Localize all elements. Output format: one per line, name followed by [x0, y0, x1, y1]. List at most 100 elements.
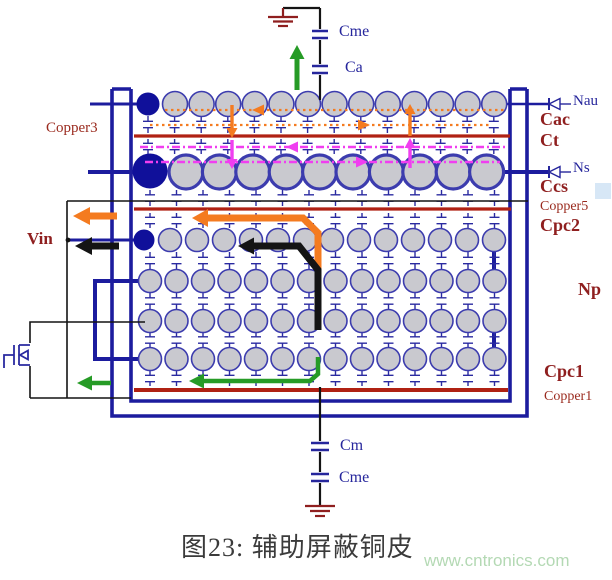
winding-turn	[349, 308, 375, 334]
interlayer-capacitor-glyph	[329, 116, 340, 133]
winding-turn	[267, 153, 305, 191]
interlayer-capacitor-glyph	[145, 213, 155, 228]
green-inner-arrow-path	[204, 357, 321, 384]
winding-turn	[268, 90, 295, 118]
winding-turn	[429, 346, 454, 372]
black-outer-arrowhead	[75, 237, 92, 255]
interlayer-capacitor-glyph	[409, 116, 419, 133]
winding-turn	[137, 308, 163, 334]
winding-turn	[482, 308, 507, 334]
primary-left-u-connector	[93, 279, 152, 361]
noise-current-arrows	[73, 45, 322, 391]
interlayer-capacitor-glyph	[410, 213, 420, 228]
interlayer-capacitor-glyph	[463, 293, 473, 309]
interlayer-capacitor-glyph	[489, 333, 500, 347]
copper1-label: Copper1	[544, 389, 593, 404]
interlayer-capacitor-glyph	[383, 190, 394, 206]
interlayer-capacitor-glyph	[251, 190, 261, 206]
interlayer-capacitor-glyph	[357, 252, 367, 269]
vin-node	[65, 237, 71, 243]
cme-capacitor-bottom	[311, 472, 329, 483]
series-capacitors	[311, 29, 329, 483]
figure-caption: 图23: 辅助屏蔽铜皮	[181, 533, 414, 562]
interlayer-capacitor-glyph	[462, 116, 473, 133]
primary-layer-4	[137, 346, 507, 372]
magenta-down-arrowhead	[226, 159, 238, 169]
primary-layer-1-start-turn	[133, 229, 155, 251]
interlayer-capacitor-glyph	[330, 293, 341, 309]
nau-label: Nau	[573, 93, 598, 109]
interlayer-capacitor-glyph	[249, 116, 260, 133]
winding-turn	[243, 308, 269, 334]
winding-turn	[468, 153, 506, 191]
interlayer-capacitor-glyph	[436, 293, 447, 309]
interlayer-capacitor-glyph	[436, 371, 447, 386]
interlayer-capacitor-glyph	[224, 190, 235, 206]
interlayer-capacitor-glyph	[222, 139, 233, 154]
interlayer-capacitor-glyph	[357, 213, 367, 228]
interlayer-capacitor-glyph	[357, 293, 367, 309]
interlayer-capacitor-glyph	[463, 252, 473, 269]
interlayer-capacitor-glyph	[436, 252, 447, 269]
primary-layer-3	[137, 308, 507, 334]
winding-turn	[334, 153, 372, 191]
winding-turn	[401, 153, 439, 191]
interlayer-capacitor-glyph	[169, 139, 180, 154]
aux-winding-nau	[136, 90, 508, 118]
winding-turn	[402, 346, 428, 372]
interlayer-capacitor-glyph	[410, 252, 420, 269]
interlayer-capacitor-glyph	[463, 190, 473, 206]
ct-label: Ct	[540, 130, 559, 150]
winding-turn	[482, 268, 507, 294]
winding-turn	[161, 90, 189, 118]
interlayer-capacitor-glyph	[277, 293, 288, 309]
interlayer-capacitor-glyph	[436, 190, 447, 206]
interlayer-capacitor-glyph	[198, 293, 208, 309]
interlayer-capacitor-glyph	[251, 333, 261, 347]
winding-turn	[234, 153, 272, 191]
cme-capacitor-top	[312, 29, 328, 40]
winding-turn	[481, 227, 507, 253]
winding-turn	[319, 227, 345, 253]
interlayer-capacitor-glyph	[198, 190, 208, 206]
mosfet-arrow	[18, 348, 29, 362]
interlayer-capacitor-glyph	[383, 333, 394, 347]
interlayer-capacitor-glyph	[410, 190, 420, 206]
interlayer-capacitor-glyph	[489, 252, 500, 269]
interlayer-capacitor-glyph	[489, 371, 500, 386]
ns-diode	[547, 165, 571, 179]
secondary-winding-ns	[132, 153, 506, 191]
winding-turn	[349, 268, 375, 294]
interlayer-capacitor-glyph	[251, 371, 261, 386]
cpc1-label: Cpc1	[544, 361, 584, 381]
interlayer-capacitor-glyph	[196, 139, 207, 154]
interlayer-capacitor-glyph	[383, 293, 394, 309]
winding-turn	[346, 227, 372, 253]
interlayer-capacitor-glyph	[224, 333, 235, 347]
winding-turn	[373, 227, 399, 253]
site-watermark: www.cntronics.com	[424, 551, 570, 570]
interlayer-capacitor-glyph	[383, 371, 394, 386]
interlayer-capacitor-glyph	[488, 139, 499, 154]
copper5-label: Copper5	[540, 199, 589, 214]
interlayer-capacitor-glyph	[382, 116, 393, 133]
interlayer-capacitor-glyph	[463, 371, 473, 386]
interlayer-capacitor-glyph	[143, 116, 153, 133]
winding-turn	[434, 153, 472, 191]
interlayer-capacitor-glyph	[304, 371, 314, 386]
winding-turn	[402, 308, 428, 334]
winding-turn	[376, 346, 401, 372]
interlayer-capacitor-glyph	[330, 371, 341, 386]
interlayer-capacitor-glyph	[171, 371, 182, 386]
orange-inner-arrow-path	[206, 214, 322, 271]
winding-turn	[323, 268, 348, 294]
winding-turn	[454, 90, 481, 118]
interlayer-capacitor-glyph	[489, 293, 500, 309]
np-label: Np	[578, 279, 602, 299]
circuit-wires	[29, 6, 528, 505]
winding-turn	[167, 153, 205, 191]
vin-label: Vin	[27, 229, 53, 248]
orange-dotted-arrowhead-right	[358, 119, 370, 131]
interlayer-capacitor-glyph	[382, 139, 393, 154]
